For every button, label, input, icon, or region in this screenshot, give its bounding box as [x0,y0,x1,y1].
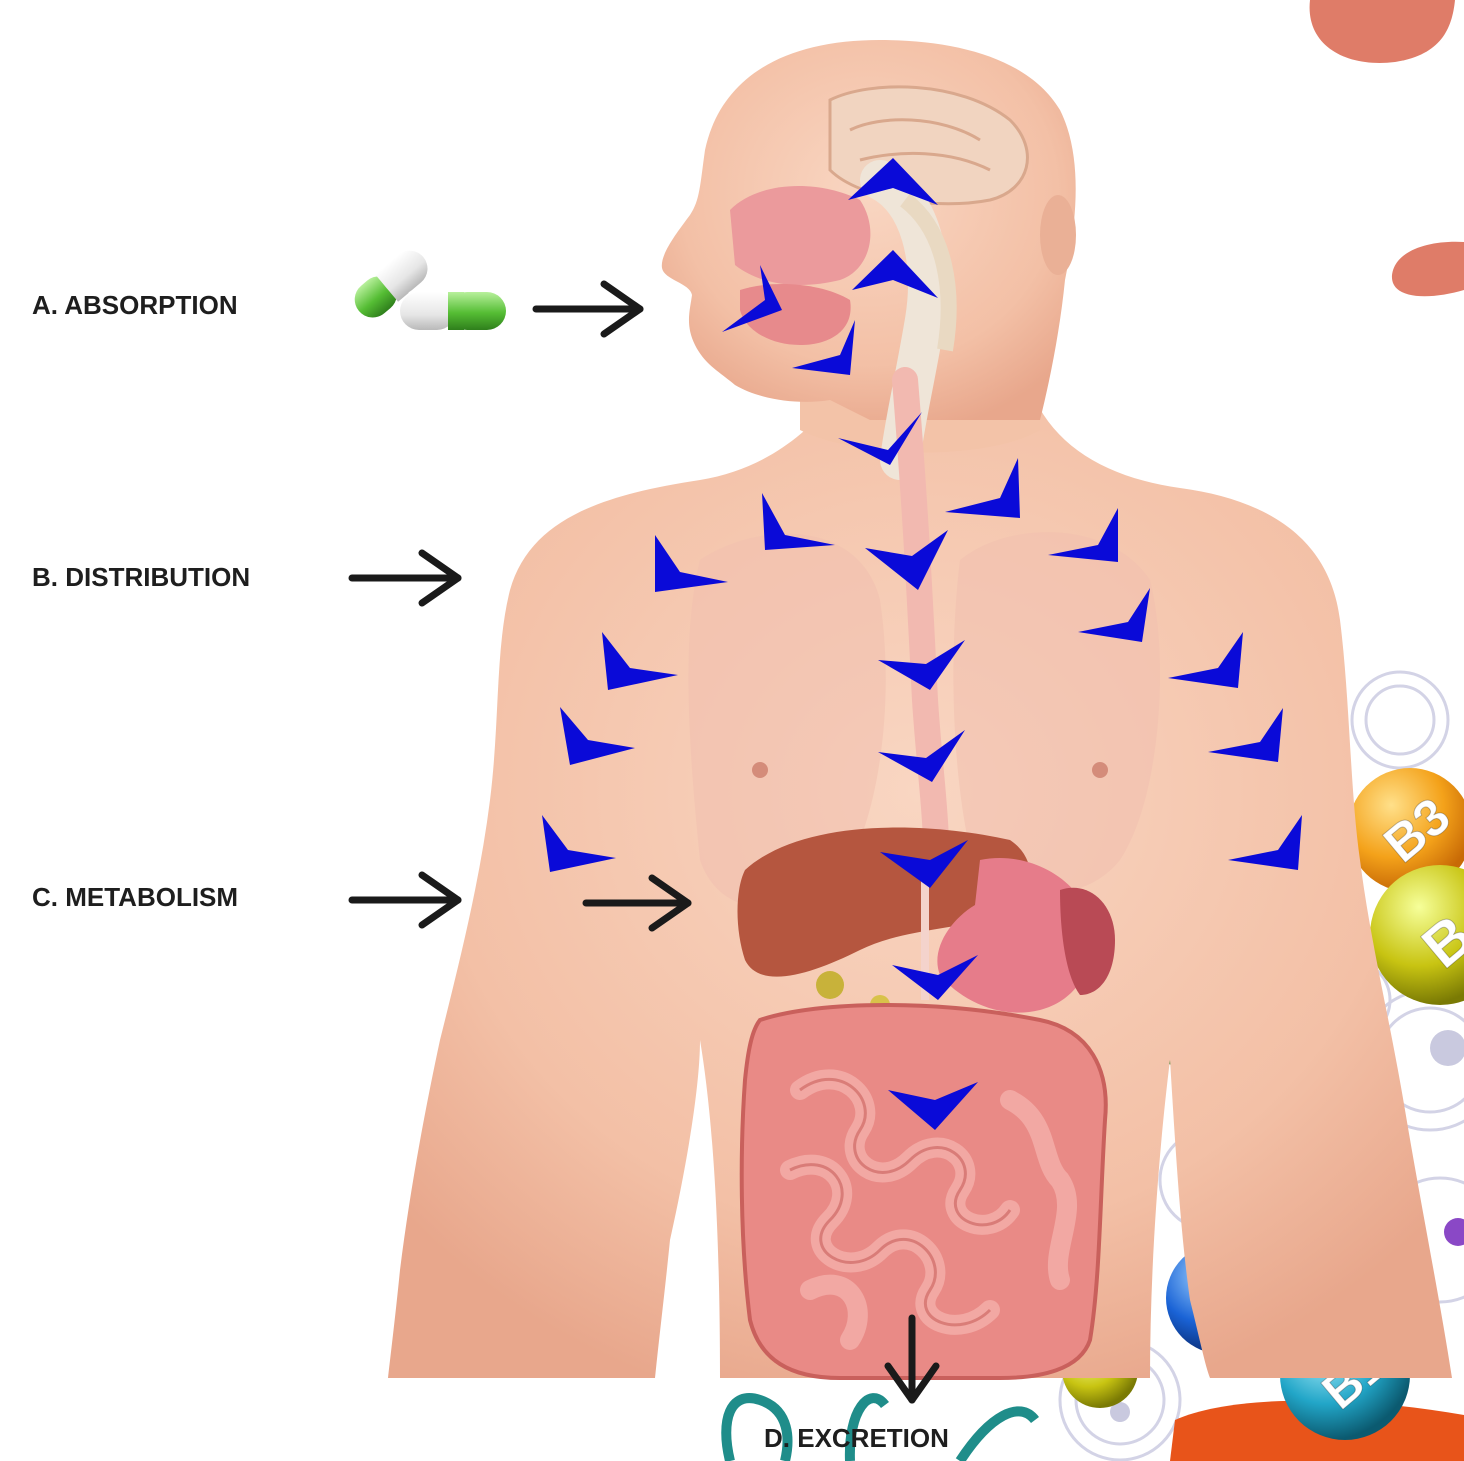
human-body [388,40,1452,1378]
flow-arrow-icon [536,284,640,334]
flow-arrow-icon [352,553,458,603]
coral-blob-top [1310,0,1455,63]
label-absorption: A. ABSORPTION [32,290,238,320]
label-metabolism: C. METABOLISM [32,882,238,912]
label-distribution: B. DISTRIBUTION [32,562,250,592]
capsule-pill-icon [347,243,506,330]
label-excretion: D. EXCRETION [764,1423,949,1453]
flow-arrow-icon [352,875,458,925]
coral-blob-right [1392,242,1464,296]
decorative-blobs [1310,0,1464,296]
